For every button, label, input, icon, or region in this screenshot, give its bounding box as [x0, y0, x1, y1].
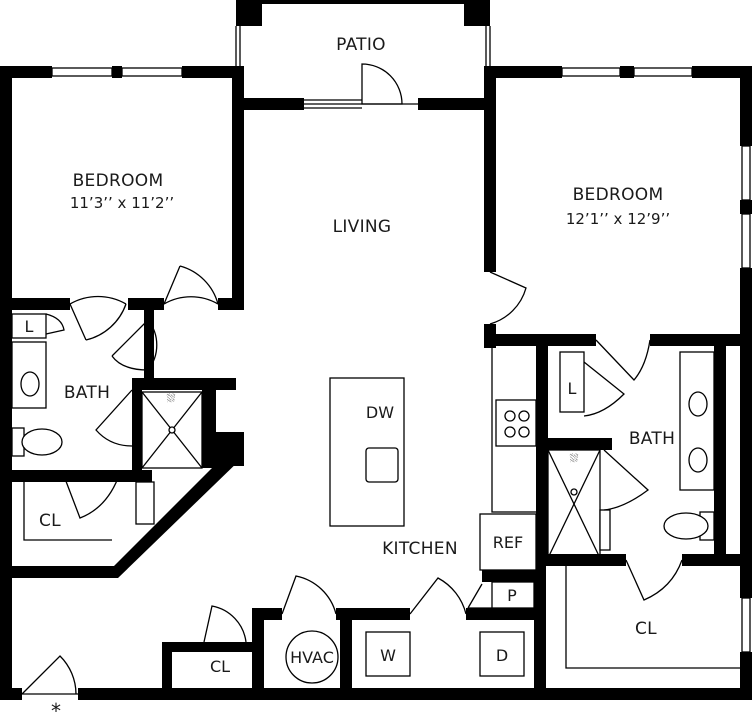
washer: W: [380, 646, 396, 665]
room-label-bath-right: BATH: [629, 429, 675, 449]
right-closet: CL: [536, 554, 752, 669]
windows: [51, 67, 751, 653]
hvac-unit: HVAC: [290, 648, 334, 667]
right-bath: L ⛆ BATH: [536, 334, 726, 566]
patio-area: PATIO: [232, 0, 491, 110]
left-bedroom: BEDROOM 11’3’’ x 11’2’’: [0, 66, 244, 310]
room-dims-bedroom-left: 11’3’’ x 11’2’’: [70, 194, 174, 212]
room-label-bath-left: BATH: [64, 383, 110, 403]
linen-closet-left: L: [25, 317, 34, 336]
right-bedroom: BEDROOM 12’1’’ x 12’9’’: [484, 66, 752, 348]
dishwasher: DW: [366, 403, 394, 422]
entry-area: * CL: [21, 605, 264, 718]
room-label-patio: PATIO: [336, 35, 386, 55]
linen-closet-right: L: [568, 379, 577, 398]
refrigerator: REF: [493, 533, 523, 552]
left-bath: L ⛆ BATH: [11, 295, 236, 482]
room-label-closet-left: CL: [39, 511, 61, 531]
room-label-kitchen: KITCHEN: [382, 539, 458, 559]
left-closet: CL: [0, 432, 244, 578]
room-dims-bedroom-right: 12’1’’ x 12’9’’: [566, 210, 670, 228]
room-label-closet-right: CL: [635, 619, 657, 639]
svg-text:⛆: ⛆: [167, 392, 176, 405]
svg-text:⛆: ⛆: [570, 452, 579, 465]
pantry: P: [507, 586, 517, 605]
entry-marker: *: [51, 699, 61, 718]
room-label-living: LIVING: [333, 217, 392, 237]
dryer: D: [496, 646, 508, 665]
living-kitchen: LIVING DW KITCHEN REF P: [329, 217, 546, 609]
room-label-bedroom-left: BEDROOM: [73, 171, 164, 191]
utility-area: HVAC W D: [264, 560, 546, 700]
room-label-closet-small: CL: [210, 657, 230, 676]
room-label-bedroom-right: BEDROOM: [573, 185, 664, 205]
exterior-walls: [0, 66, 752, 700]
